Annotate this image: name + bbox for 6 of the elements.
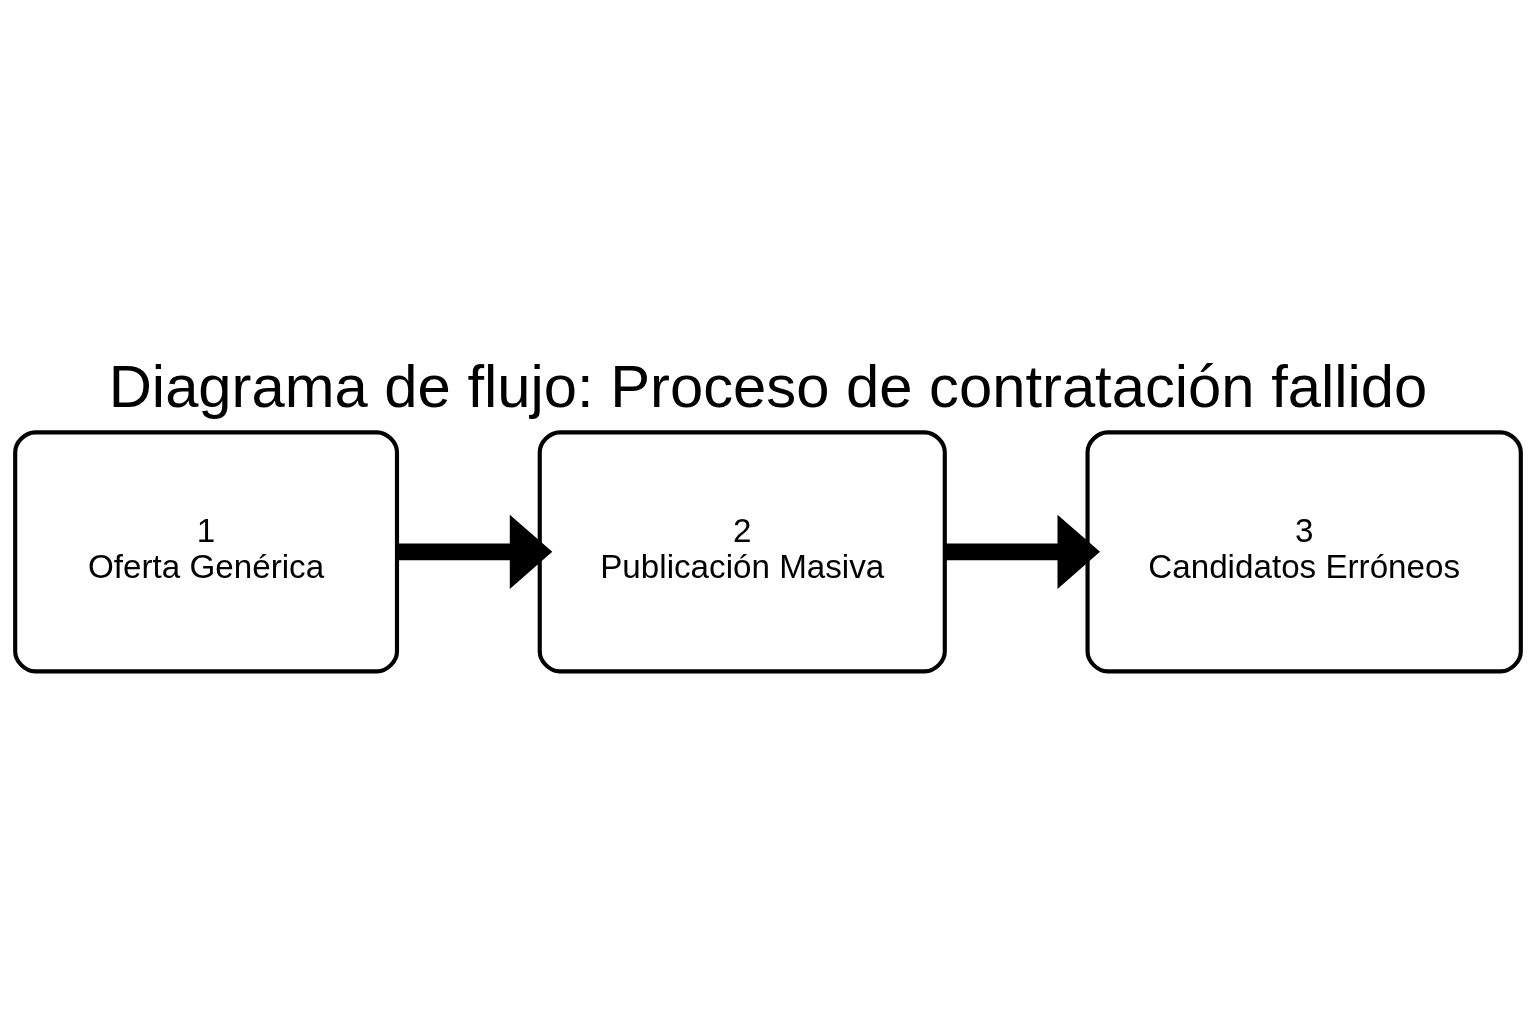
node-box: 3 Candidatos Erróneos	[1085, 430, 1523, 674]
arrow	[944, 514, 1100, 589]
diagram-title: Diagrama de flujo: Proceso de contratación fallido	[108, 353, 1428, 421]
node-box: 1 Oferta Genérica	[13, 430, 400, 674]
node-box: 2 Publicación Masiva	[537, 430, 947, 674]
arrow	[397, 514, 553, 589]
